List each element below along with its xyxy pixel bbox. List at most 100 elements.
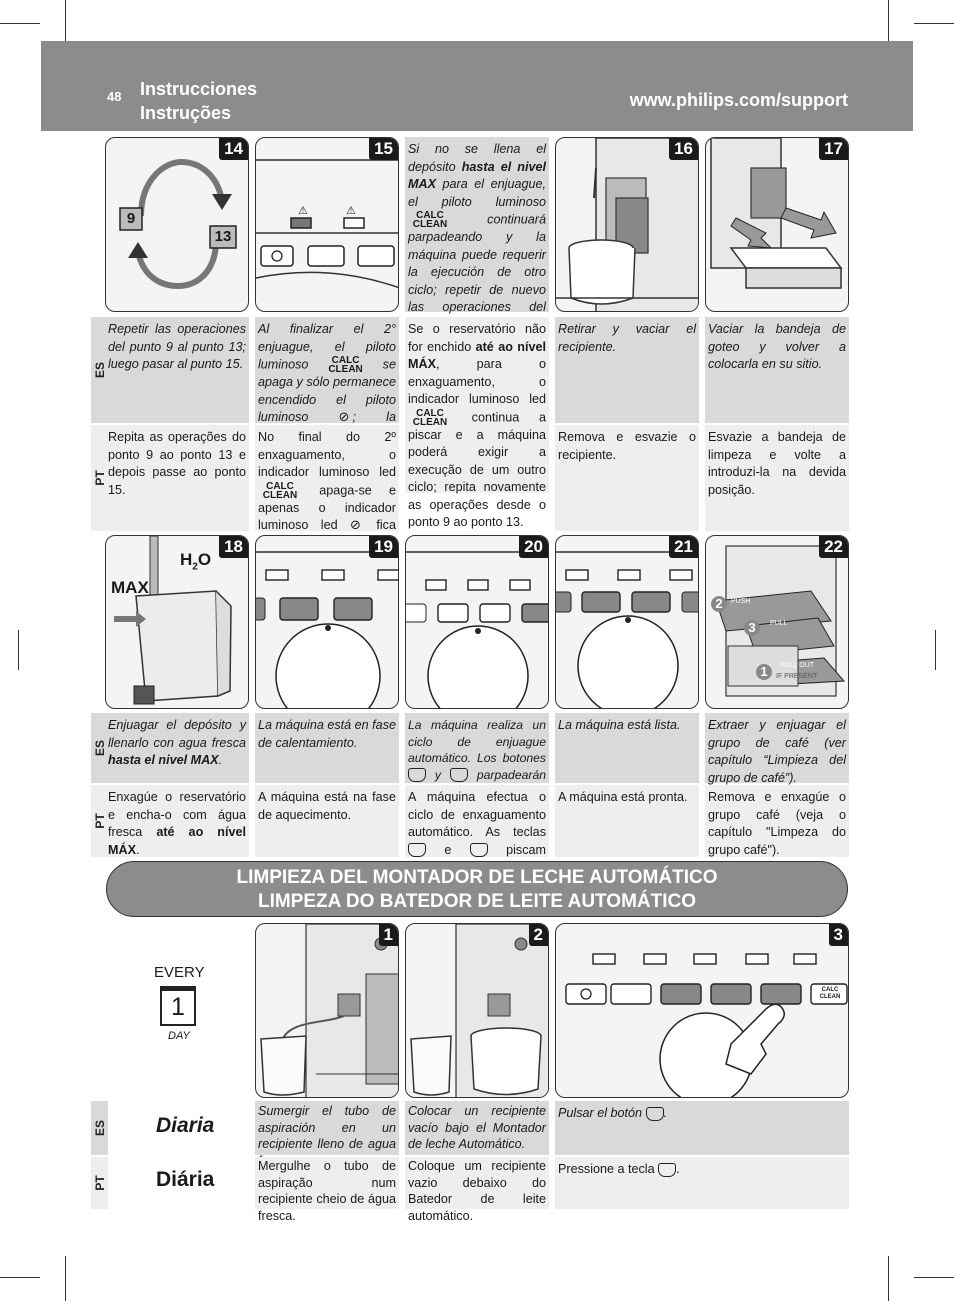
step-16-text-es: Retirar y vaciar el recipiente. xyxy=(555,317,699,423)
frequency-pt: Diária xyxy=(156,1168,215,1191)
step-number: 18 xyxy=(219,536,248,558)
step-number: 16 xyxy=(669,138,698,160)
loop-end-number: 13 xyxy=(214,228,232,245)
page-number: 48 xyxy=(107,89,122,104)
h2o-label: H2O xyxy=(180,550,212,573)
milk-frother-drawing xyxy=(260,924,398,1097)
crop-mark xyxy=(914,1277,954,1278)
step-18-text-es: Enjuagar el depósito y llenarlo con agua… xyxy=(105,713,249,783)
step-number: 15 xyxy=(369,138,398,160)
milk-step-1-text-es: Sumergir el tubo de aspiración en un rec… xyxy=(255,1101,399,1168)
crop-mark xyxy=(65,1256,66,1301)
every-day-icon: EVERY 1 DAY xyxy=(154,964,205,1042)
milk-step-2-illustration: 2 xyxy=(405,923,549,1098)
machine-with-container-drawing xyxy=(556,138,698,311)
milk-step-3-illustration: CALC CLEAN 3 xyxy=(555,923,849,1098)
step-18-illustration: H2O MAX 18 xyxy=(105,535,249,709)
step-20-text-es: La máquina realiza un ciclo de enjuague … xyxy=(405,713,549,798)
header-title-pt: Instruções xyxy=(140,103,232,123)
dial-panel-drawing xyxy=(256,551,398,708)
dial-panel-drawing xyxy=(556,551,698,708)
loop-start-number: 9 xyxy=(126,210,136,227)
milk-step-3-text-es: Pulsar el botón . xyxy=(555,1101,849,1155)
pull-out-label: PULL OUT xyxy=(780,662,814,669)
step-15-illustration: ⚠ ⚠ 15 xyxy=(255,137,399,312)
if-present-label: IF PRESENT xyxy=(776,673,818,680)
step-number: 19 xyxy=(369,536,398,558)
calc-clean-button-label: CALC CLEAN xyxy=(819,987,841,1000)
step-number: 2 xyxy=(528,924,548,946)
milk-step-2-text-es: Colocar un recipiente vacío bajo el Mont… xyxy=(405,1101,549,1155)
step-22-text-pt: Remova e enxagúe o grupo café (veja o ca… xyxy=(705,785,849,857)
control-panel-press-drawing xyxy=(565,953,848,1097)
step-14-text-es: Repetir las operaciones del punto 9 al p… xyxy=(105,317,249,423)
step-number: 20 xyxy=(519,536,548,558)
crop-mark xyxy=(0,1277,40,1278)
milk-step-1-illustration: 1 xyxy=(255,923,399,1098)
brew-group-drawing xyxy=(715,545,846,697)
max-label: MAX xyxy=(111,578,149,597)
crop-mark xyxy=(935,630,936,670)
svg-text:⚠: ⚠ xyxy=(298,204,308,217)
page-header: 48 Instrucciones Instruções www.philips.… xyxy=(41,41,913,131)
step-number: 22 xyxy=(819,536,848,558)
step-number: 14 xyxy=(219,138,248,160)
crop-mark xyxy=(888,1256,889,1301)
control-panel-drawing: ⚠ ⚠ xyxy=(256,159,398,289)
svg-text:⚠: ⚠ xyxy=(346,204,356,217)
crop-mark xyxy=(0,23,40,24)
step-19-text-pt: A máquina está na fase de aquecimento. xyxy=(255,785,399,857)
step-number: 1 xyxy=(378,924,398,946)
step-17-text-pt: Esvazie a bandeja de limpeza e volte a i… xyxy=(705,425,849,531)
step-19-illustration: 19 xyxy=(255,535,399,709)
support-url: www.philips.com/support xyxy=(629,90,848,110)
no-coffee-icon: ⊘ xyxy=(350,517,361,533)
calendar-icon: 1 xyxy=(160,986,196,1026)
step-20-illustration: 20 xyxy=(405,535,549,709)
sub-step-2: 2 xyxy=(711,596,727,612)
step-number: 3 xyxy=(828,924,848,946)
crop-mark xyxy=(914,23,954,24)
crop-mark xyxy=(888,0,889,45)
step-15-note-pt: Se o reservatório não for enchido até ao… xyxy=(405,317,549,529)
no-coffee-icon: ⊘ xyxy=(338,409,350,425)
step-15-text-es: Al finalizar el 2° enjuague, el piloto l… xyxy=(255,317,399,459)
lang-label-es: ES xyxy=(93,1119,107,1137)
milk-frother-container-drawing xyxy=(410,924,548,1097)
coffee-button-icon xyxy=(449,768,468,783)
step-18-text-pt: Enxagúe o reservatório e encha-o com águ… xyxy=(105,785,249,857)
step-19-text-es: La máquina está en fase de calentamiento… xyxy=(255,713,399,783)
dial-panel-drawing xyxy=(406,551,548,708)
step-16-illustration: 16 xyxy=(555,137,699,312)
drip-tray-drawing xyxy=(710,138,843,289)
step-14-text-pt: Repita as operações do ponto 9 ao ponto … xyxy=(105,425,249,531)
espresso-button-icon xyxy=(408,843,426,858)
espresso-button-icon xyxy=(408,768,426,783)
lang-label-pt: PT xyxy=(93,1175,107,1191)
frequency-es: Diaria xyxy=(156,1114,215,1137)
calc-clean-icon: CALC CLEAN xyxy=(412,407,448,428)
step-number: 21 xyxy=(669,536,698,558)
coffee-button-icon xyxy=(469,843,488,858)
milk-button-icon xyxy=(645,1106,664,1121)
crop-mark xyxy=(65,0,66,45)
step-22-illustration: PUSH PULL PULL OUT IF PRESENT 2 3 1 22 xyxy=(705,535,849,709)
calc-clean-icon: CALC CLEAN xyxy=(328,355,363,375)
banner-title-es: LIMPIEZA DEL MONTADOR DE LECHE AUTOMÁTIC… xyxy=(236,867,718,888)
calc-clean-icon: CALC CLEAN xyxy=(412,210,448,230)
step-15-text-pt: No final do 2º enxaguamento, o indicador… xyxy=(255,425,399,567)
pull-label: PULL xyxy=(770,620,788,627)
push-label: PUSH xyxy=(731,598,751,605)
step-15-note-es: Si no se llena el depósito hasta el nive… xyxy=(405,137,549,332)
step-21-text-es: La máquina está lista. xyxy=(555,713,699,783)
calc-clean-icon: CALC CLEAN xyxy=(262,480,298,501)
banner-title-pt: LIMPEZA DO BATEDOR DE LEITE AUTOMÁTICO xyxy=(257,891,697,912)
sub-step-3: 3 xyxy=(744,620,760,636)
crop-mark xyxy=(18,630,19,670)
step-14-illustration: 9 13 14 xyxy=(105,137,249,312)
step-17-text-es: Vaciar la bandeja de goteo y volver a co… xyxy=(705,317,849,423)
section-banner: LIMPIEZA DEL MONTADOR DE LECHE AUTOMÁTIC… xyxy=(106,861,848,917)
step-number: 17 xyxy=(819,138,848,160)
step-20-text-pt: A máquina efectua o ciclo de enxaguament… xyxy=(405,785,549,874)
milk-step-2-text-pt: Coloque um recipiente vazio debaixo do B… xyxy=(405,1157,549,1223)
